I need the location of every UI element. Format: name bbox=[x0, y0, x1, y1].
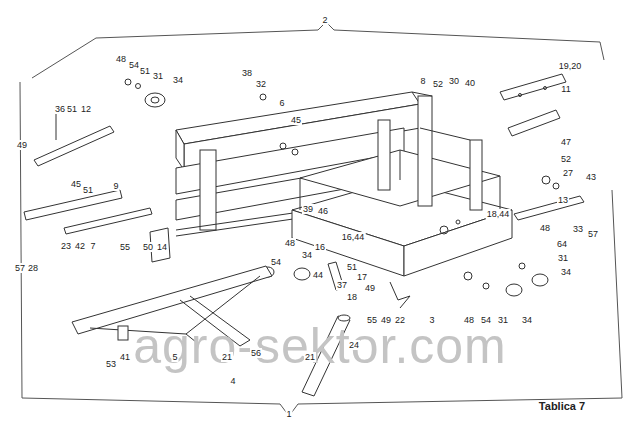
callout-number: 57 bbox=[14, 263, 26, 273]
callout-number: 34 bbox=[301, 250, 313, 260]
callout-number: 45 bbox=[70, 179, 82, 189]
callout-number: 11 bbox=[560, 84, 571, 94]
callout-number: 41 bbox=[119, 352, 131, 362]
callout-number: 51 bbox=[82, 185, 94, 195]
callout-number: 48 bbox=[539, 223, 551, 233]
callout-number: 27 bbox=[562, 168, 574, 178]
callout-number: 53 bbox=[105, 359, 117, 369]
callout-number: 19,20 bbox=[558, 61, 583, 71]
callout-number: 54 bbox=[480, 315, 492, 325]
callout-number: 52 bbox=[432, 79, 444, 89]
callout-number: 57 bbox=[587, 229, 599, 239]
callout-number: 34 bbox=[172, 75, 184, 85]
watermark: agro-sektor.com bbox=[132, 319, 507, 373]
callout-number: 31 bbox=[152, 71, 164, 81]
callout-number: 22 bbox=[394, 315, 406, 325]
callout-number: 46 bbox=[317, 206, 329, 216]
callout-number: 49 bbox=[364, 283, 376, 293]
callout-number: 51 bbox=[139, 66, 151, 76]
callout-number: 5 bbox=[171, 352, 178, 362]
callout-number: 48 bbox=[463, 315, 475, 325]
callout-number: 21 bbox=[221, 352, 233, 362]
callout-number: 6 bbox=[278, 98, 285, 108]
callout-number: 45 bbox=[290, 115, 302, 125]
callout-number: 16,44 bbox=[341, 232, 366, 242]
callout-number: 55 bbox=[119, 242, 131, 252]
callout-number: 48 bbox=[115, 54, 127, 64]
callout-number: 40 bbox=[464, 78, 476, 88]
callout-number: 47 bbox=[560, 137, 572, 147]
callout-number: 36 bbox=[54, 104, 66, 114]
callout-number: 4 bbox=[229, 376, 236, 386]
callout-number: 43 bbox=[585, 172, 597, 182]
callout-number: 49 bbox=[16, 140, 28, 150]
callout-number: 28 bbox=[27, 263, 39, 273]
callout-number: 54 bbox=[270, 257, 282, 267]
callout-number: 17 bbox=[356, 272, 368, 282]
callout-number: 52 bbox=[560, 154, 572, 164]
callout-number: 39 bbox=[302, 204, 314, 214]
callout-number: 8 bbox=[419, 76, 426, 86]
callout-number: 14 bbox=[156, 242, 168, 252]
callout-number: 9 bbox=[112, 181, 119, 191]
callout-number: 7 bbox=[89, 241, 96, 251]
callout-number: 16 bbox=[314, 242, 326, 252]
callout-number: 12 bbox=[80, 104, 92, 114]
callout-number: 24 bbox=[348, 340, 360, 350]
callout-number: 18,44 bbox=[486, 209, 511, 219]
callout-number: 33 bbox=[572, 224, 584, 234]
callout-number: 50 bbox=[142, 242, 154, 252]
callout-number: 30 bbox=[448, 76, 460, 86]
callout-number: 48 bbox=[284, 238, 296, 248]
callout-number: 44 bbox=[312, 270, 324, 280]
callout-number: 55 bbox=[366, 315, 378, 325]
callout-number: 1 bbox=[285, 409, 292, 419]
callout-number: 32 bbox=[255, 79, 267, 89]
callout-number: 31 bbox=[497, 315, 509, 325]
table-caption: Tablica 7 bbox=[538, 401, 586, 411]
callout-number: 34 bbox=[560, 267, 572, 277]
callout-number: 31 bbox=[557, 253, 569, 263]
callout-number: 21 bbox=[304, 352, 316, 362]
callout-number: 23 bbox=[60, 241, 72, 251]
callout-number: 64 bbox=[556, 239, 568, 249]
callout-number: 2 bbox=[321, 15, 328, 25]
callout-number: 51 bbox=[66, 104, 78, 114]
callout-number: 49 bbox=[380, 315, 392, 325]
callout-number: 13 bbox=[557, 195, 569, 205]
callout-number: 42 bbox=[74, 241, 86, 251]
callout-number: 51 bbox=[346, 262, 358, 272]
callout-number: 56 bbox=[250, 348, 262, 358]
callout-number: 38 bbox=[241, 68, 253, 78]
callout-number: 18 bbox=[346, 292, 358, 302]
callout-number: 34 bbox=[521, 315, 533, 325]
callout-number: 3 bbox=[428, 315, 435, 325]
callout-number: 37 bbox=[336, 280, 348, 290]
